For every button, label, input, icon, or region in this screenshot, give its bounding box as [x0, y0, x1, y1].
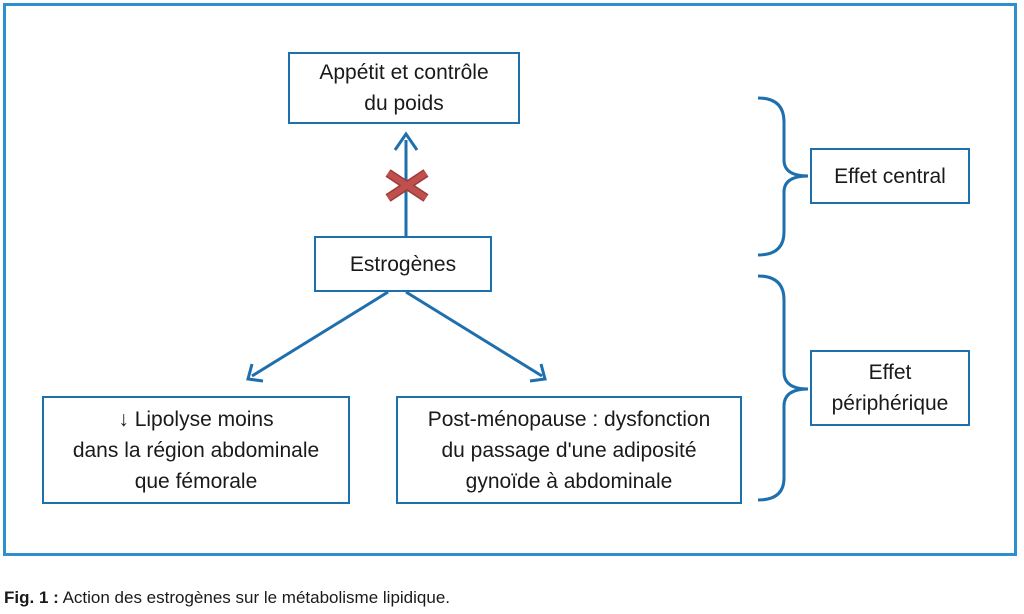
- figure-caption: Fig. 1 : Action des estrogènes sur le mé…: [4, 588, 450, 608]
- appetite-box: Appétit et contrôle du poids: [288, 52, 520, 124]
- postmenopause-box: Post-ménopause : dysfonction du passage …: [396, 396, 742, 504]
- lipolysis-box: ↓ Lipolyse moins dans la région abdomina…: [42, 396, 350, 504]
- estrogens-box: Estrogènes: [314, 236, 492, 292]
- arrow-estrogens-to-postmenopause: [405, 290, 547, 383]
- caption-label: Fig. 1 :: [4, 588, 59, 607]
- brace-central: [757, 96, 809, 257]
- caption-text: Action des estrogènes sur le métabolisme…: [58, 588, 450, 607]
- peripheral-effect-box: Effet périphérique: [810, 350, 970, 426]
- arrow-estrogens-to-lipolysis: [246, 290, 389, 383]
- central-effect-box: Effet central: [810, 148, 970, 204]
- brace-peripheral: [757, 274, 809, 502]
- cross-x-icon: [385, 169, 429, 202]
